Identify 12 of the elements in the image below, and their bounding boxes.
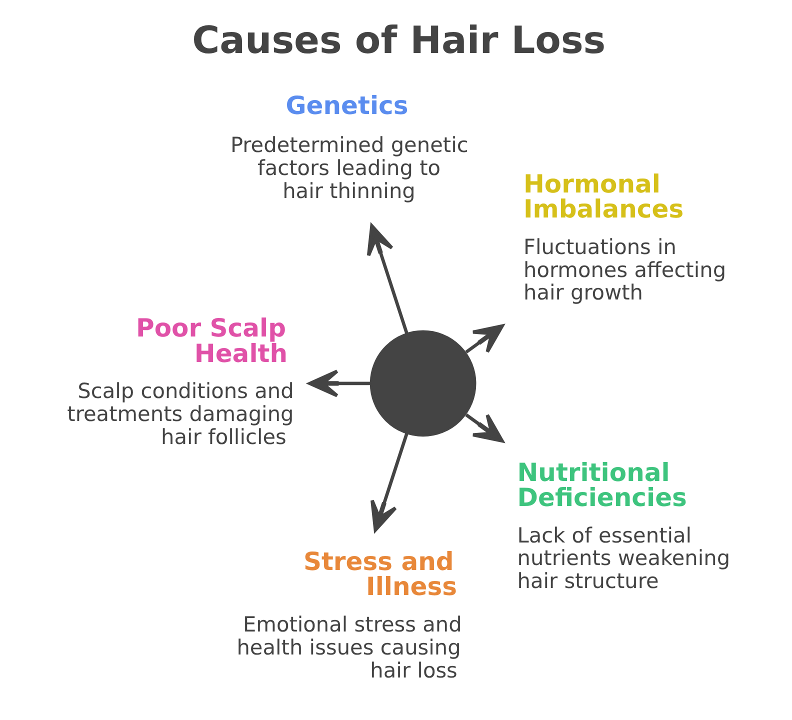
node-text: Poor Scalp Health Scalp conditions and treatments damaging hair follicles (66, 314, 294, 449)
arrow (308, 370, 370, 398)
arrow (370, 433, 408, 532)
node-person (369, 330, 476, 437)
arrow (464, 324, 504, 354)
node-text: Stress and Illness Emotional stress and health issues causing hair loss (236, 547, 462, 682)
arrow (464, 413, 504, 443)
node-text: Genetics Predetermined genetic factors leading to hair thinning (230, 90, 468, 204)
arrow (366, 224, 408, 334)
node-text: Nutritional Deficiencies Lack of essential nutrients weakening hair structure (516, 458, 730, 594)
diagram-title: Causes of Hair Loss (192, 18, 606, 62)
node-text: Hormonal Imbalances Fluctuations in hormones affecting hair growth (523, 170, 726, 305)
